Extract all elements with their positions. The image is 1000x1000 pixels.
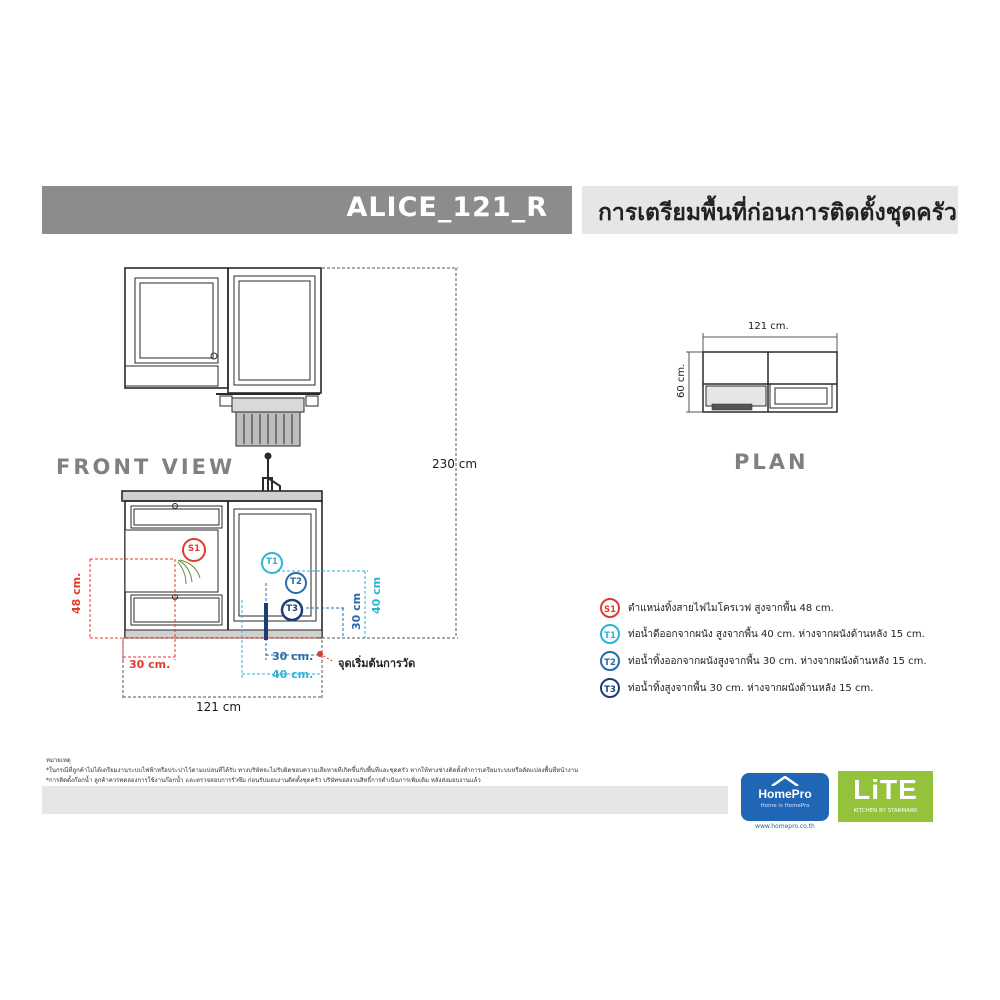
plan-width-label: 121 cm. [748, 321, 789, 332]
notes-heading: หมายเหตุ [46, 757, 71, 764]
plan-dimensions [686, 333, 838, 413]
homepro-logo: HomePro Home is HomePro [741, 773, 829, 821]
t1-offset-label: 40 cm. [272, 668, 314, 681]
legend-item-s1: S1 ตำแหน่งทิ้งสายไฟไมโครเวฟ สูงจากพื้น 4… [600, 598, 980, 622]
plan-depth-label: 60 cm. [676, 363, 687, 398]
t1-height-label: 40 cm [370, 576, 383, 614]
legend-item-t1: T1 ท่อน้ำดีออกจากผนัง สูงจากพื้น 40 cm. … [600, 624, 980, 648]
lite-logo: LiTE KITCHEN BY STARMARK [838, 771, 933, 822]
lite-name: LiTE [853, 774, 918, 805]
legend-item-t3: T3 ท่อน้ำทิ้งสูงจากพื้น 30 cm. ห่างจากผน… [600, 678, 980, 702]
t2-offset-label: 30 cm. [272, 650, 314, 663]
height-dimension [322, 267, 458, 639]
page-title: การเตรียมพื้นที่ก่อนการติดตั้งชุดครัว [598, 200, 957, 226]
legend-text-t2: ท่อน้ำทิ้งออกจากผนังสูงจากพื้น 30 cm. ห่… [628, 656, 927, 667]
t2-marker-label: T2 [290, 577, 302, 587]
lite-tagline: KITCHEN BY STARMARK [853, 808, 918, 814]
height-dimension-label: 230 cm [432, 457, 478, 471]
t1-badge: T1 [600, 624, 620, 644]
notes-line-2: *การติดตั้งก๊อกน้ำ ลูกค้าควรทดลองการใช้ง… [46, 777, 481, 784]
notes-block: หมายเหตุ *ในกรณีที่ลูกค้าไม่ได้เตรียมงาน… [46, 756, 578, 786]
model-header-bar: ALICE_121_R [42, 186, 572, 234]
t2-height-label: 30 cm [350, 592, 363, 630]
homepro-url: www.homepro.co.th [755, 823, 815, 830]
legend-text-s1: ตำแหน่งทิ้งสายไฟไมโครเวฟ สูงจากพื้น 48 c… [628, 603, 834, 614]
s1-badge: S1 [600, 598, 620, 618]
notes-line-1: *ในกรณีที่ลูกค้าไม่ได้เตรียมงานระบบไฟฟ้า… [46, 767, 579, 774]
plan-drawing [702, 351, 838, 413]
legend-item-t2: T2 ท่อน้ำทิ้งออกจากผนังสูงจากพื้น 30 cm.… [600, 651, 980, 675]
t3-marker [280, 598, 304, 622]
t1-marker-label: T1 [266, 557, 278, 567]
s1-marker-label: S1 [187, 544, 201, 554]
title-header-bar: การเตรียมพื้นที่ก่อนการติดตั้งชุดครัว [582, 186, 958, 234]
s1-height-label: 48 cm. [70, 572, 83, 614]
width-dimension-label: 121 cm [196, 700, 242, 714]
s1-marker [182, 538, 206, 562]
front-view-label: FRONT VIEW [56, 455, 236, 479]
t1-dimensions [241, 570, 368, 678]
wall-cabinets [124, 267, 322, 394]
t2-badge: T2 [600, 651, 620, 671]
t2-marker [285, 572, 307, 594]
s1-dimensions [89, 558, 318, 660]
s1-offset-label: 30 cm. [129, 658, 171, 671]
homepro-tagline: Home is HomePro [760, 803, 810, 809]
dish-rack [216, 393, 320, 447]
footer-strip [42, 786, 728, 814]
t3-marker-label: T3 [286, 604, 298, 614]
t3-badge: T3 [600, 678, 620, 698]
plan-view-label: PLAN [734, 450, 809, 474]
house-roof-icon [771, 776, 799, 786]
faucet [262, 452, 281, 492]
s1-wires [177, 559, 201, 585]
origin-label: จุดเริ่มต้นการวัด [338, 657, 416, 670]
base-cabinets [121, 490, 323, 639]
model-name: ALICE_121_R [346, 192, 548, 223]
legend-text-t1: ท่อน้ำดีออกจากผนัง สูงจากพื้น 40 cm. ห่า… [628, 629, 925, 640]
t1-marker [261, 552, 283, 574]
legend-text-t3: ท่อน้ำทิ้งสูงจากพื้น 30 cm. ห่างจากผนังด… [628, 683, 874, 694]
homepro-name: HomePro [758, 787, 812, 801]
t2-dimensions [265, 583, 346, 660]
